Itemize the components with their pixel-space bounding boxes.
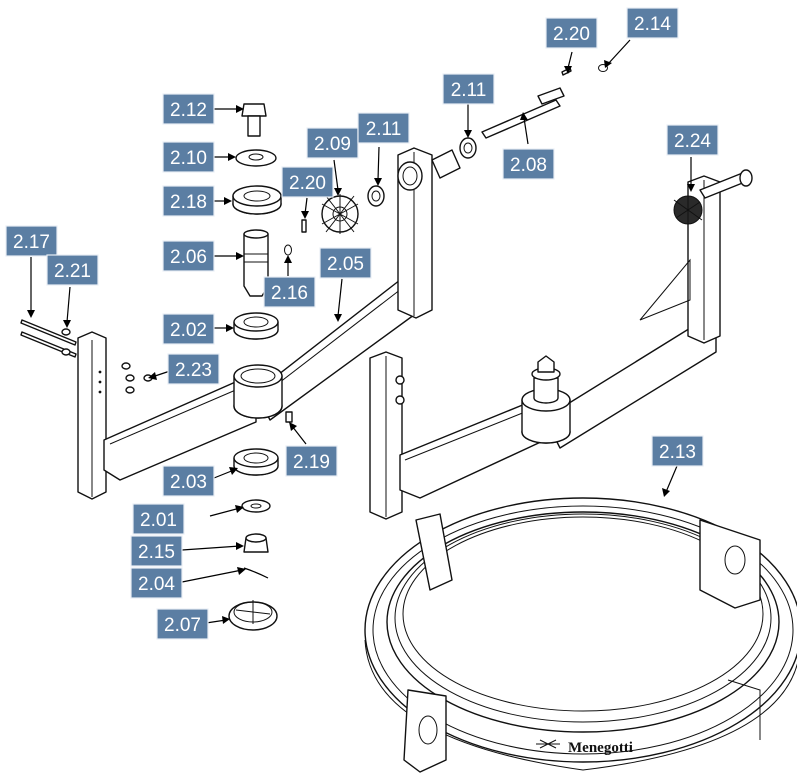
callout-2-03: 2.03	[162, 465, 215, 497]
callout-2-16: 2.16	[263, 276, 316, 308]
callout-2-09: 2.09	[306, 127, 359, 159]
callout-2-21: 2.21	[46, 254, 99, 286]
svg-text:2.08: 2.08	[510, 155, 547, 176]
svg-text:2.14: 2.14	[634, 14, 671, 35]
callout-2-12: 2.12	[162, 93, 215, 125]
callout-2-19: 2.19	[285, 445, 338, 477]
callout-2-20: 2.20	[281, 166, 334, 198]
brand-logo-text: Menegotti	[568, 740, 633, 756]
svg-text:2.07: 2.07	[164, 615, 201, 636]
svg-text:2.04: 2.04	[138, 574, 175, 595]
callout-2-14: 2.14	[626, 7, 679, 39]
callout-2-04: 2.04	[130, 567, 183, 599]
callout-2-06: 2.06	[162, 240, 215, 272]
right-frame-assembly	[369, 169, 753, 520]
svg-text:2.17: 2.17	[13, 232, 50, 253]
callout-2-01: 2.01	[132, 503, 185, 535]
svg-text:2.10: 2.10	[170, 148, 207, 169]
callout-2-13: 2.13	[651, 435, 704, 467]
callout-2-23: 2.23	[167, 353, 220, 385]
ring-assembly: Menegotti	[364, 497, 797, 773]
callout-2-11: 2.11	[442, 73, 495, 105]
svg-text:2.11: 2.11	[451, 80, 487, 101]
svg-text:2.23: 2.23	[175, 360, 212, 381]
svg-text:2.12: 2.12	[170, 100, 207, 121]
svg-text:2.01: 2.01	[140, 510, 177, 531]
leader-lines	[27, 39, 695, 624]
callout-2-08: 2.08	[502, 148, 555, 180]
callout-2-24: 2.24	[666, 124, 719, 156]
callout-2-02: 2.02	[162, 313, 215, 345]
svg-text:2.16: 2.16	[271, 283, 308, 304]
callout-2-07: 2.07	[156, 608, 209, 640]
svg-text:2.09: 2.09	[314, 134, 351, 155]
svg-text:2.15: 2.15	[138, 542, 175, 563]
svg-text:2.24: 2.24	[674, 131, 711, 152]
svg-text:2.21: 2.21	[54, 261, 91, 282]
svg-text:2.20: 2.20	[553, 24, 590, 45]
callout-2-20: 2.20	[545, 17, 598, 49]
left-frame-assembly	[77, 147, 461, 500]
callout-2-05: 2.05	[319, 247, 372, 279]
callout-2-15: 2.15	[130, 535, 183, 567]
svg-text:2.20: 2.20	[289, 173, 326, 194]
svg-text:2.13: 2.13	[659, 442, 696, 463]
svg-text:2.06: 2.06	[170, 247, 207, 268]
loose-parts	[20, 64, 608, 631]
callout-2-11: 2.11	[357, 112, 410, 144]
svg-text:2.03: 2.03	[170, 472, 207, 493]
svg-text:2.18: 2.18	[170, 192, 207, 213]
callout-2-10: 2.10	[162, 141, 215, 173]
svg-text:2.19: 2.19	[293, 452, 330, 473]
callout-2-17: 2.17	[5, 225, 58, 257]
callout-2-18: 2.18	[162, 185, 215, 217]
svg-text:2.02: 2.02	[170, 320, 207, 341]
svg-text:2.11: 2.11	[366, 119, 402, 140]
part-callouts: 2.20 2.14 2.11 2.12 2.09 2.11 2.10 2.08 …	[5, 7, 719, 640]
svg-text:2.05: 2.05	[327, 254, 364, 275]
